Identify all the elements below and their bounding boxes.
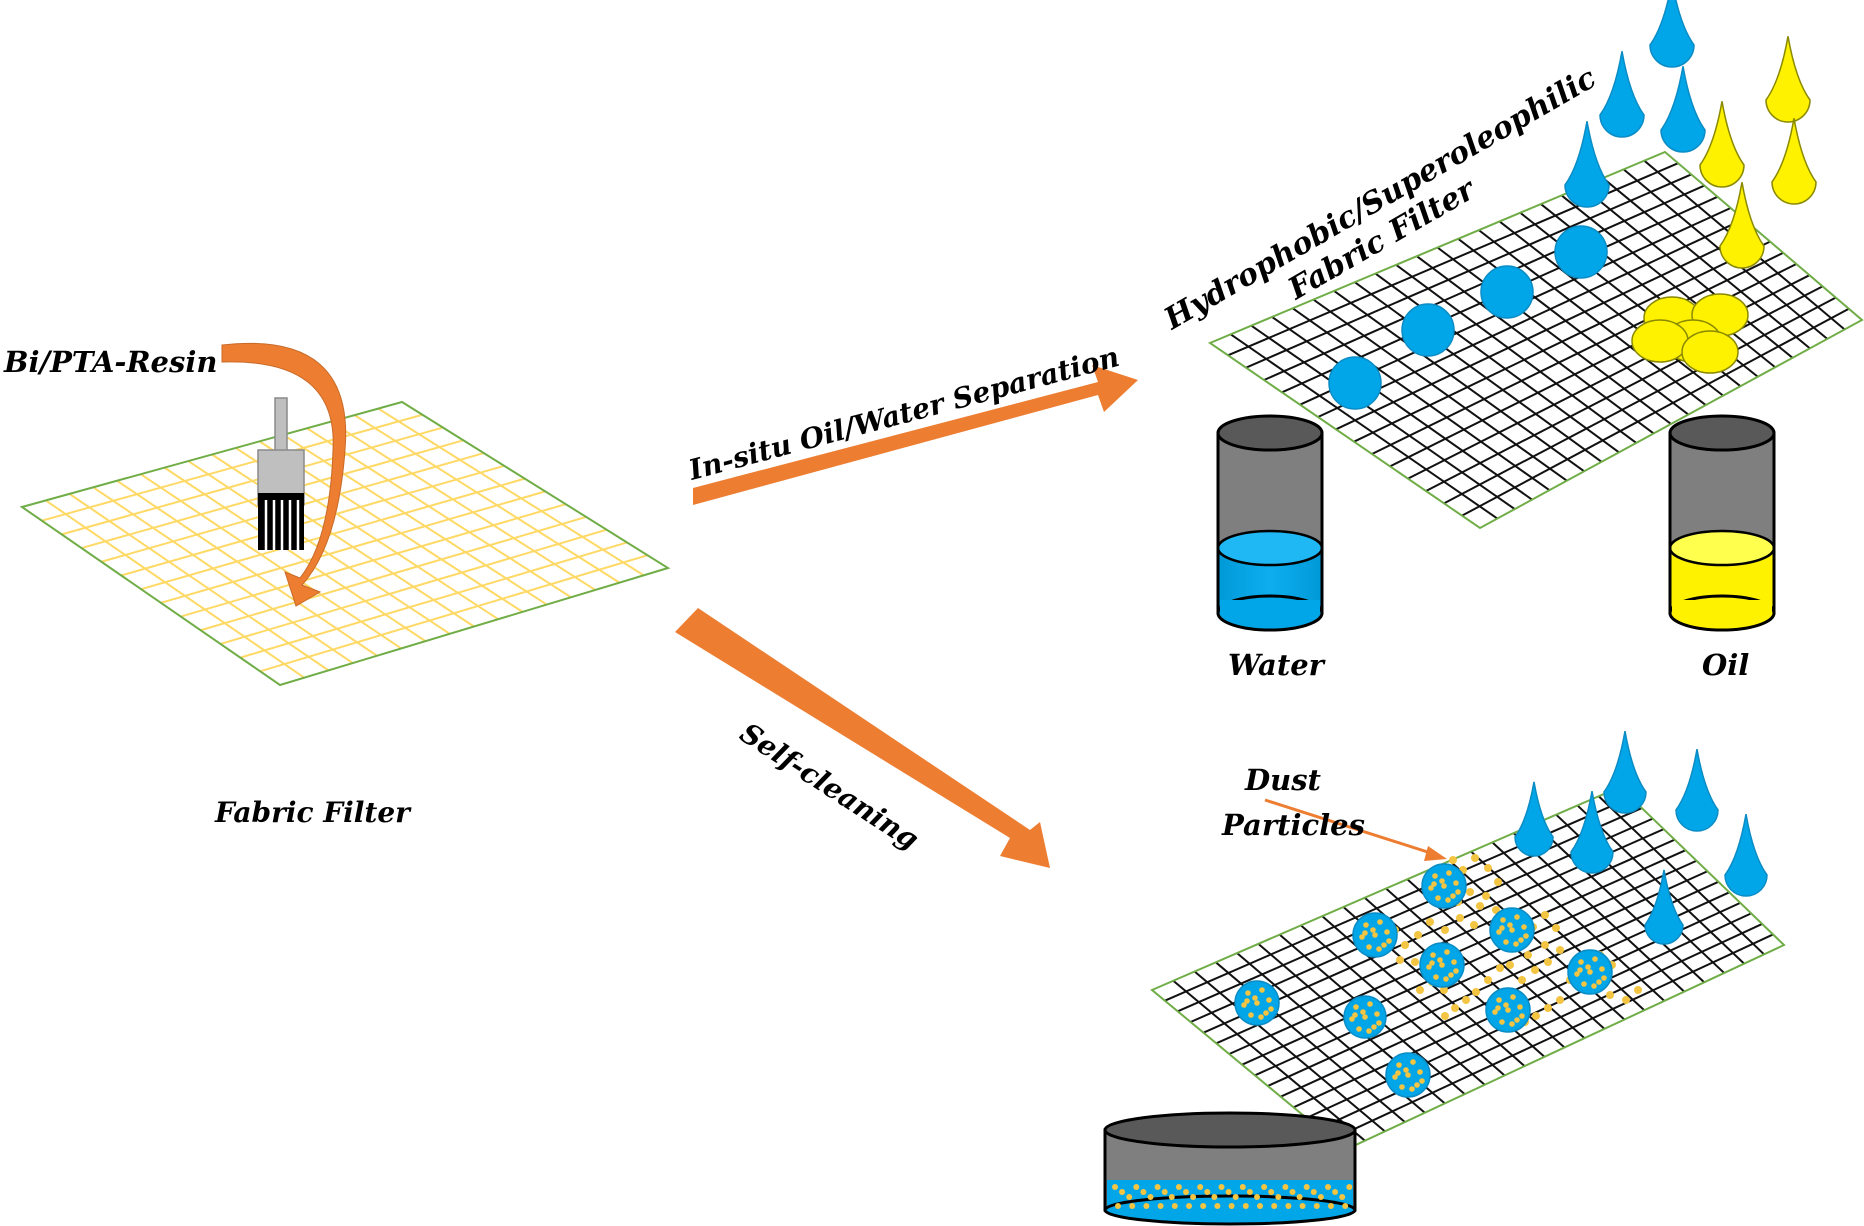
hydrophobic-fabric-grid (1207, 150, 1864, 530)
falling-drops-top (1564, 0, 1817, 269)
water-cylinder (1216, 414, 1324, 632)
oil-label: Oil (1702, 648, 1749, 682)
oil-cylinder (1668, 414, 1776, 632)
separation-arrow (693, 365, 1138, 505)
curved-application-arrow (221, 342, 347, 607)
water-drops-on-filter (1328, 225, 1608, 410)
brush-icon (257, 397, 305, 550)
fabric-filter-label: Fabric Filter (214, 796, 412, 829)
dust-laden-drops (1234, 863, 1613, 1098)
dust-label-line1: Dust (1244, 763, 1322, 797)
oil-puddle (1631, 293, 1749, 374)
separation-label: In-situ Oil/Water Separation (684, 340, 1122, 487)
dust-label-line2: Particles (1221, 808, 1365, 842)
self-cleaning-arrow (675, 608, 1050, 868)
water-label: Water (1228, 648, 1327, 682)
falling-drops-bottom (1514, 730, 1768, 945)
self-cleaning-label: Self-cleaning (734, 716, 925, 856)
collection-dish (1103, 1111, 1357, 1226)
hydrophobic-label-line1: Hydrophobic/Superoleophilic (1158, 61, 1603, 338)
dust-pointer-arrow (1264, 798, 1447, 861)
resin-label: Bi/PTA-Resin (3, 345, 217, 379)
